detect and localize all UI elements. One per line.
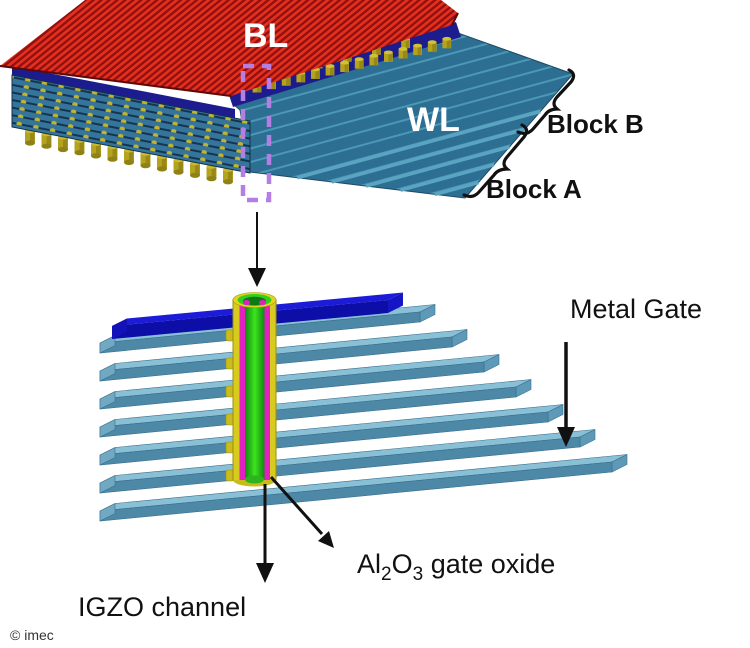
- block-b-bracket: [516, 68, 576, 136]
- unit-cell-detail-figure: Metal Gate Al2O3 gate oxide IGZO channel: [78, 292, 702, 622]
- block-a-bracket: [462, 123, 529, 199]
- imec-credit: © imec: [10, 627, 54, 643]
- channel-pillar: [225, 292, 277, 487]
- gate-oxide-arrow: [269, 475, 324, 536]
- igzo-label: IGZO channel: [78, 592, 246, 622]
- block-b-label: Block B: [547, 109, 644, 139]
- igzo-annotation: IGZO channel: [78, 484, 274, 622]
- interlayer-left: [239, 300, 246, 480]
- metal-gate-label: Metal Gate: [570, 294, 702, 324]
- stack-front-face: [11, 74, 251, 174]
- gate-oxide-annotation: Al2O3 gate oxide: [269, 475, 555, 585]
- block-a-label: Block A: [486, 174, 582, 204]
- pillar-top-opening: [232, 292, 277, 308]
- igzo-core: [245, 299, 265, 480]
- wl-label: WL: [407, 101, 460, 139]
- bl-label: BL: [243, 17, 288, 55]
- unit-cell-highlight-box: [240, 63, 272, 203]
- bitline-sheet: [0, 0, 458, 96]
- zoom-arrow: [248, 212, 266, 287]
- front-navy-strip: [12, 66, 235, 118]
- bitline-sheet-edge: [0, 12, 459, 97]
- gate-oxide-label: Al2O3 gate oxide: [357, 549, 555, 585]
- metal-gate-annotation: Metal Gate: [557, 294, 702, 447]
- staircase-step-edges: [296, 109, 541, 197]
- array-overview-figure: BL WL Block B Block A: [0, 0, 644, 204]
- interlayer-right: [263, 300, 270, 480]
- metal-gate-layers: [99, 304, 628, 522]
- igzo-core-bottom: [245, 475, 264, 484]
